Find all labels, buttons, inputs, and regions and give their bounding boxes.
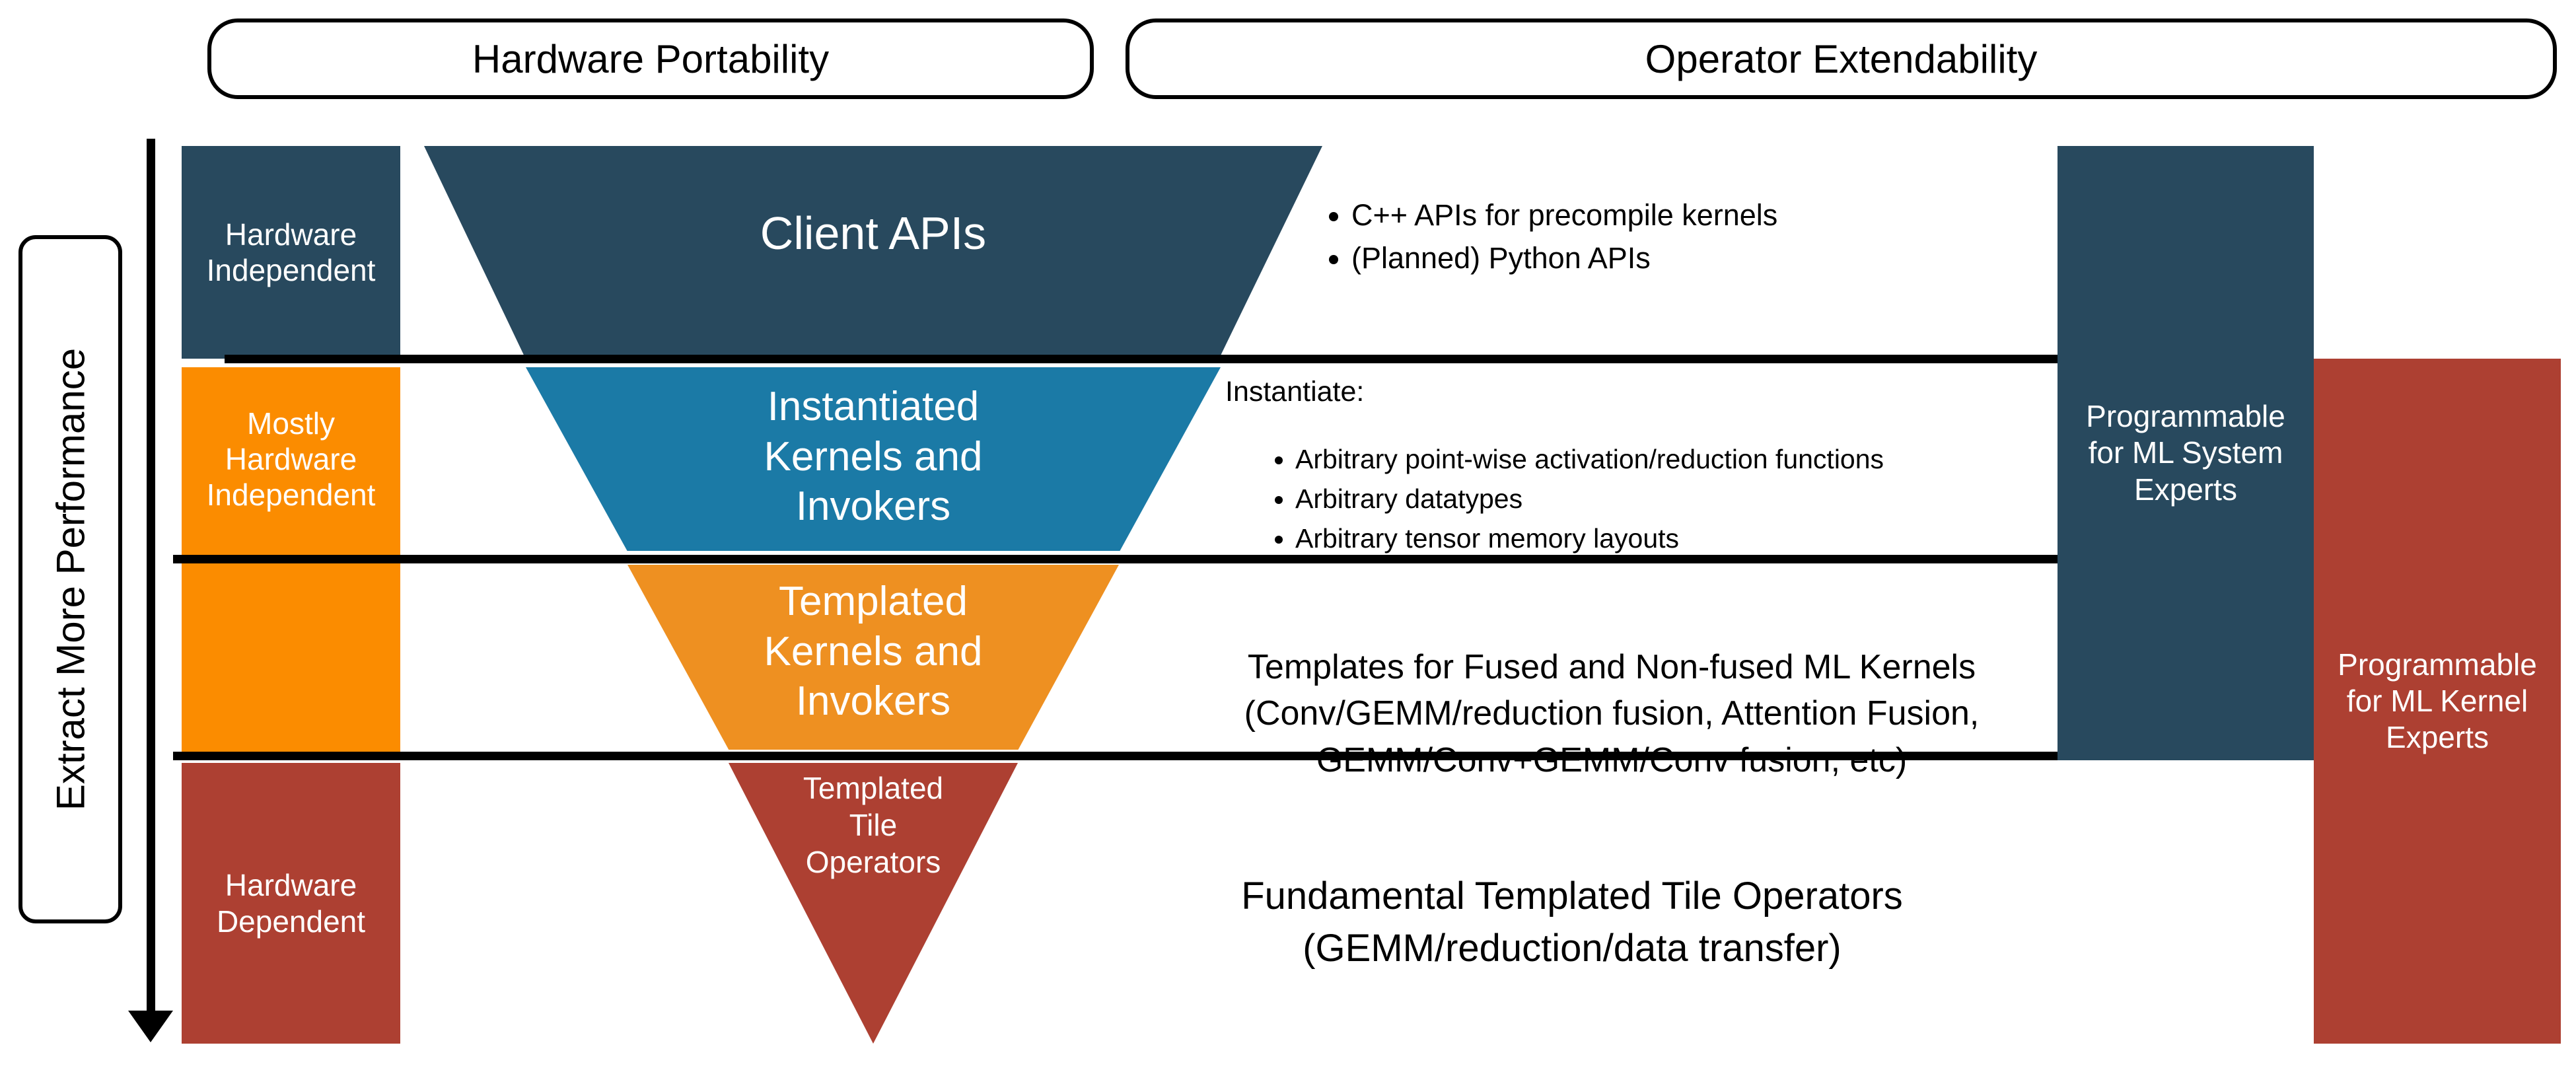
description-text: Fundamental Templated Tile Operators (GE… — [1241, 875, 1903, 970]
header-label: Hardware Portability — [472, 36, 830, 81]
left-bar-label: Hardware Dependent — [216, 868, 366, 939]
left-bar-hardware-independent: Hardware Independent — [182, 146, 400, 359]
bullet-item: (Planned) Python APIs — [1351, 238, 2028, 277]
right-bar-label: Programmable for ML Kernel Experts — [2338, 647, 2537, 755]
bullet-item: Arbitrary point-wise activation/reductio… — [1295, 441, 2084, 477]
funnel-label: Templated Kernels and Invokers — [764, 579, 983, 725]
divider-client-instantiated — [225, 355, 2057, 363]
left-bar-label: Hardware Independent — [206, 217, 376, 287]
funnel-layer-templated-tile-operators: Templated Tile Operators — [729, 763, 1018, 1044]
funnel-layer-client-apis: Client APIs — [424, 146, 1322, 359]
instantiate-heading: Instantiate: — [1225, 373, 1820, 411]
right-bar-ml-system-experts: Programmable for ML System Experts — [2057, 146, 2314, 760]
templated-kernels-description: Templates for Fused and Non-fused ML Ker… — [1149, 598, 2074, 783]
funnel-label: Templated Tile Operators — [803, 771, 944, 880]
left-bar-label: Mostly Hardware Independent — [206, 406, 376, 513]
performance-axis-label: Extract More Performance — [48, 347, 92, 811]
divider-instantiated-templated — [173, 555, 2057, 563]
funnel-layer-templated-kernels: Templated Kernels and Invokers — [627, 565, 1119, 750]
description-text: Templates for Fused and Non-fused ML Ker… — [1244, 648, 1980, 779]
performance-arrow-head-icon — [128, 1011, 173, 1042]
bullet-item: C++ APIs for precompile kernels — [1351, 196, 2028, 234]
right-bar-label: Programmable for ML System Experts — [2086, 399, 2285, 507]
tile-operators-description: Fundamental Templated Tile Operators (GE… — [1110, 819, 2034, 974]
performance-axis-box: Extract More Performance — [18, 235, 122, 923]
header-hardware-portability: Hardware Portability — [207, 18, 1094, 99]
left-bar-mostly-hardware-independent: Mostly Hardware Independent — [182, 367, 400, 551]
funnel-label: Instantiated Kernels and Invokers — [764, 384, 983, 530]
client-apis-bullets: C++ APIs for precompile kernels (Planned… — [1314, 196, 2028, 282]
funnel-label: Client APIs — [760, 207, 987, 259]
right-bar-ml-kernel-experts: Programmable for ML Kernel Experts — [2314, 359, 2561, 1044]
left-bar-hardware-dependent: Hardware Dependent — [182, 763, 400, 1044]
bullet-item: Arbitrary tensor memory layouts — [1295, 520, 2084, 556]
funnel-layer-instantiated-kernels: Instantiated Kernels and Invokers — [526, 367, 1221, 551]
bullet-item: Arbitrary datatypes — [1295, 481, 2084, 517]
left-bar-mostly-hardware-independent-extension — [182, 551, 400, 753]
instantiate-heading-label: Instantiate: — [1225, 376, 1365, 408]
header-operator-extendability: Operator Extendability — [1126, 18, 2557, 99]
divider-templated-tile — [173, 752, 2057, 760]
header-label: Operator Extendability — [1645, 36, 2038, 81]
instantiate-bullets: Arbitrary point-wise activation/reductio… — [1258, 441, 2084, 560]
performance-arrow-shaft — [147, 139, 155, 1017]
